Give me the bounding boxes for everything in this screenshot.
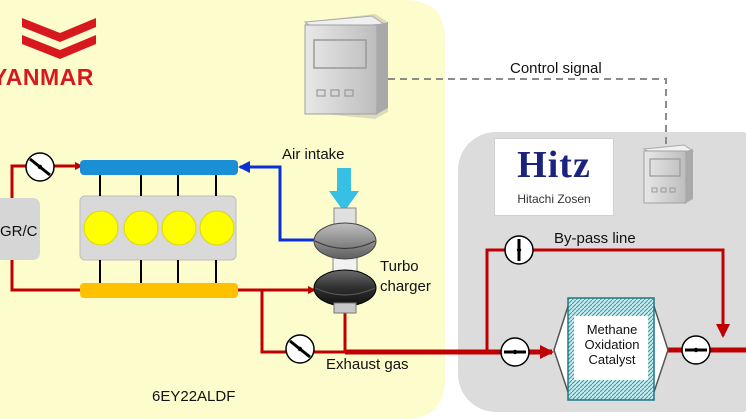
valve-icon (25, 152, 55, 182)
valve-icon (681, 335, 711, 365)
valve-icon (500, 337, 530, 367)
hitz-logo: Hitz Hitachi Zosen (494, 138, 614, 216)
turbo-label-line1: Turbo (380, 258, 419, 275)
egr-supply-pipe (10, 162, 83, 198)
egr-cooler (0, 198, 40, 260)
engine-pushrods (99, 172, 217, 286)
control-signal-line (388, 78, 667, 148)
egr-label: GR/C (0, 223, 38, 240)
egr-return-pipe (10, 260, 82, 292)
intake-manifold (80, 160, 238, 175)
control-signal-label: Control signal (510, 60, 602, 77)
engine-cylinders (83, 210, 235, 246)
yanmar-chevron-logo (22, 18, 96, 59)
catalyst-icon (553, 297, 669, 401)
control-unit-icon (303, 14, 388, 119)
bypass-pipe (485, 248, 730, 352)
hitz-logo-text: Hitz (517, 144, 591, 186)
turbocharger-icon (313, 207, 377, 314)
catalyst-label: Methane Oxidation Catalyst (576, 322, 648, 367)
engine-model-label: 6EY22ALDF (152, 388, 236, 405)
valve-icon (504, 235, 534, 265)
air-intake-arrow (329, 168, 359, 212)
catalyst-control-unit-icon (642, 144, 695, 204)
exhaust-manifold (80, 283, 238, 298)
hitz-company-name: Hitachi Zosen (517, 192, 591, 206)
yanmar-logo-text: YANMAR (0, 64, 94, 90)
bypass-line-label: By-pass line (554, 230, 636, 247)
turbo-label-line2: charger (380, 278, 431, 295)
valve-icon (285, 334, 315, 364)
catalyst-label-line3: Catalyst (588, 352, 636, 367)
air-intake-label: Air intake (282, 146, 345, 163)
air-intake-pipe (238, 161, 315, 242)
catalyst-label-line2: Oxidation (584, 337, 640, 352)
exhaust-branch-pipe (260, 290, 345, 354)
catalyst-label-line1: Methane (586, 322, 638, 337)
exhaust-gas-label: Exhaust gas (326, 356, 409, 373)
